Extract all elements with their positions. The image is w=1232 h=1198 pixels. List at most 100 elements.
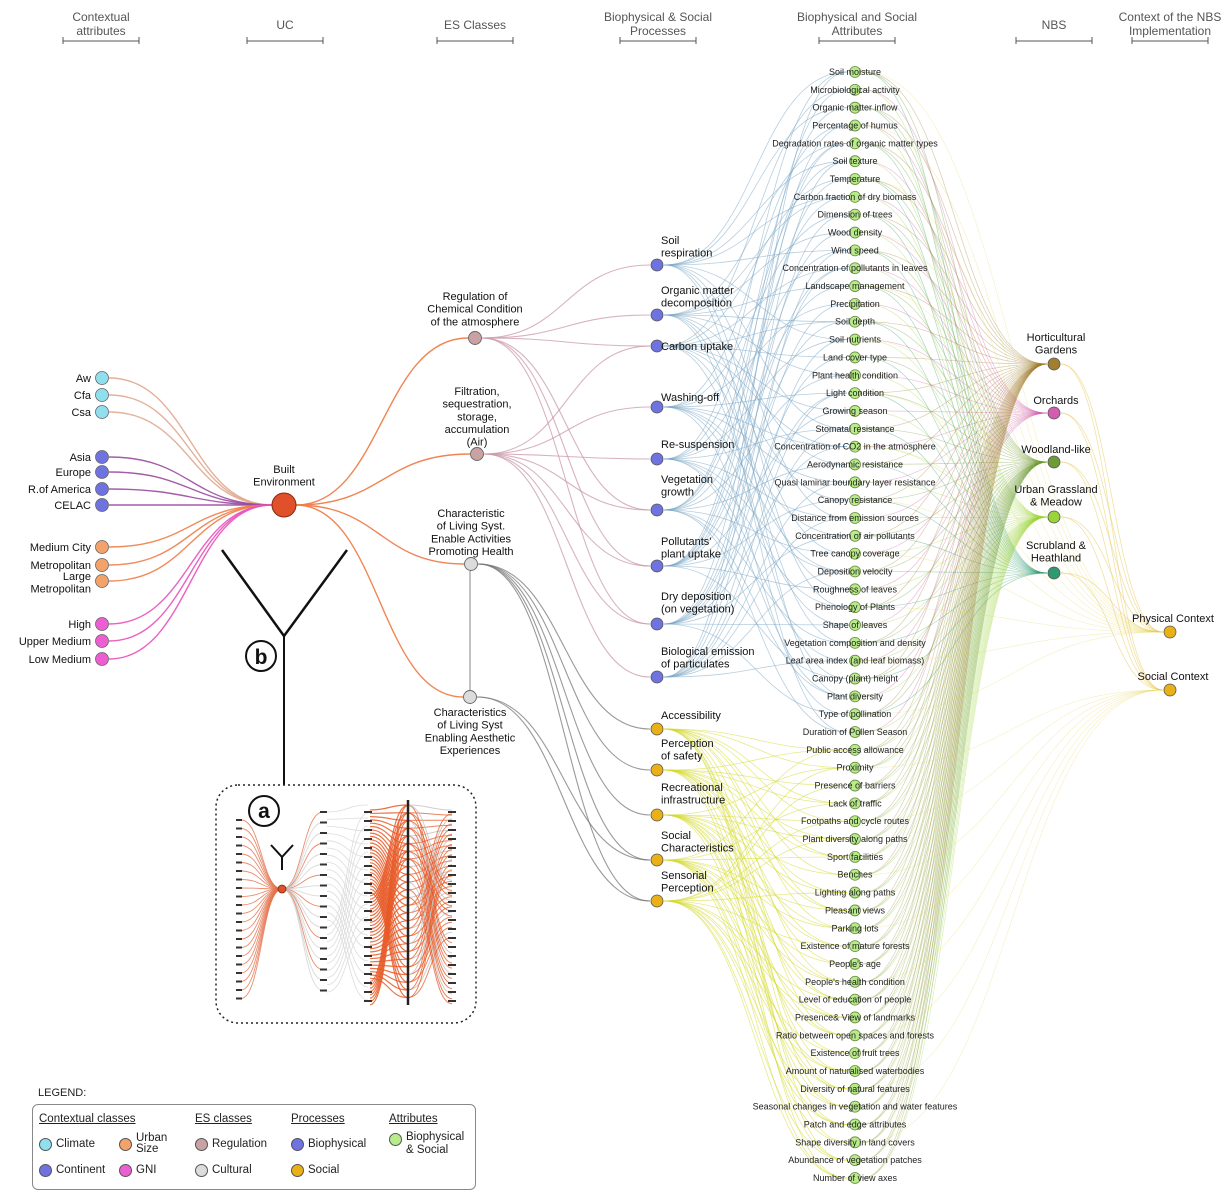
attribute-label-concentration-of-air-pollutants-line: Concentration of air pollutants xyxy=(795,531,915,541)
context-node-high xyxy=(96,618,109,631)
es-node-4 xyxy=(464,691,477,704)
process-node-organic-matter-decomposition xyxy=(651,309,663,321)
context-node-large-metropolitan xyxy=(96,575,109,588)
process-label-pollutants-plant-uptake-line: plant uptake xyxy=(661,549,721,561)
process-label-biological-emission-of-particulates-line: Biological emission xyxy=(661,646,755,658)
column-header-nbs-line: NBS xyxy=(1042,18,1067,32)
attribute-label-wind-speed-line: Wind speed xyxy=(831,245,879,255)
process-node-social-characteristics xyxy=(651,854,663,866)
legend-contextual: Contextual classes Climate Urban Size Co… xyxy=(39,1113,189,1183)
process-node-re-suspension xyxy=(651,453,663,465)
attribute-label-patch-and-edge-attributes-line: Patch and edge attributes xyxy=(804,1119,907,1129)
inset-node xyxy=(448,883,456,885)
context-label-cfa: Cfa xyxy=(74,390,92,402)
edge-context-metropolitan xyxy=(109,505,272,565)
context-node-aw xyxy=(96,372,109,385)
inset-node xyxy=(364,991,372,993)
inset-node xyxy=(364,973,372,975)
attribute-label-existence-of-fruit-trees-line: Existence of fruit trees xyxy=(810,1048,900,1058)
es-label-4-line: Characteristics xyxy=(434,707,507,719)
context-label-aw-line: Aw xyxy=(76,373,91,385)
es-label-4-line: Experiences xyxy=(440,745,501,757)
attribute-label-soil-texture-line: Soil texture xyxy=(832,156,877,166)
inset-node xyxy=(364,811,372,813)
edge-process-attribute xyxy=(664,72,847,265)
attribute-label-aerodynamic-resistance: Aerodynamic resistance xyxy=(807,459,903,469)
nbs-label-woodland-like-line: Woodland-like xyxy=(1021,444,1091,456)
context-node-csa xyxy=(96,406,109,419)
marker-a-label: a xyxy=(258,800,270,823)
context-label-csa-line: Csa xyxy=(71,407,91,419)
attribute-label-proximity-line: Proximity xyxy=(836,763,874,773)
legend-processes: Processes Biophysical Social xyxy=(291,1113,366,1183)
attribute-label-phenology-of-plants: Phenology of Plants xyxy=(815,602,896,612)
context-label-cfa-line: Cfa xyxy=(74,390,92,402)
inset-node xyxy=(236,947,242,949)
context-impl-node-physical-context xyxy=(1164,626,1176,638)
attribute-label-parking-lots: Parking lots xyxy=(831,923,879,933)
attribute-label-soil-moisture-line: Soil moisture xyxy=(829,67,881,77)
attribute-label-lighting-along-paths-line: Lighting along paths xyxy=(815,888,896,898)
inset-node xyxy=(320,864,327,866)
inset-node xyxy=(320,853,327,855)
process-node-recreational-infrastructure xyxy=(651,809,663,821)
inset-node xyxy=(448,955,456,957)
connector-y-shape xyxy=(222,550,347,636)
attribute-label-phenology-of-plants-line: Phenology of Plants xyxy=(815,602,896,612)
inset-node xyxy=(236,862,242,864)
legend-es: ES classes Regulation Cultural xyxy=(195,1113,267,1183)
inset-node xyxy=(448,838,456,840)
inset-node xyxy=(236,921,242,923)
process-label-perception-of-safety-line: Perception xyxy=(661,738,714,750)
legend-item-biophysical-social: Biophysical & Social xyxy=(389,1131,473,1157)
process-label-soil-respiration-line: Soil xyxy=(661,235,679,247)
nbs-label-orchards-line: Orchards xyxy=(1033,395,1079,407)
edge-uc-es-2 xyxy=(296,454,470,505)
inset-node xyxy=(236,896,242,898)
process-label-dry-deposition-on-vegetation-line: (on vegetation) xyxy=(661,604,734,616)
inset-node xyxy=(364,847,372,849)
inset-node xyxy=(320,811,327,813)
inset-node xyxy=(236,913,242,915)
context-node-upper-medium xyxy=(96,635,109,648)
context-label-low-medium: Low Medium xyxy=(29,654,91,666)
inset-node xyxy=(320,979,327,981)
inset-node xyxy=(364,910,372,912)
attribute-label-soil-depth: Soil depth xyxy=(835,317,875,327)
inset-node xyxy=(448,919,456,921)
attribute-label-benches: Benches xyxy=(837,870,873,880)
context-label-asia: Asia xyxy=(70,452,92,464)
attribute-label-shape-of-leaves-line: Shape of leaves xyxy=(823,620,888,630)
es-label-2: Filtration,sequestration,storage,accumul… xyxy=(442,386,511,449)
inset-node xyxy=(364,829,372,831)
attribute-label-shape-diversity-in-land-covers-line: Shape diversity in land covers xyxy=(795,1137,915,1147)
attribute-label-organic-matter-inflow-line: Organic matter inflow xyxy=(812,103,898,113)
process-label-carbon-uptake: Carbon uptake xyxy=(661,341,733,353)
context-node-metropolitan xyxy=(96,559,109,572)
process-label-pollutants-plant-uptake: Pollutants'plant uptake xyxy=(661,536,721,561)
context-label-large-metropolitan-line: Metropolitan xyxy=(30,584,91,596)
legend-item-gni: GNI xyxy=(119,1157,189,1183)
es-label-4-line: Enabling Aesthetic xyxy=(425,732,516,744)
attribute-label-number-of-view-axes: Number of view axes xyxy=(813,1173,898,1183)
attribute-label-canopy-resistance-line: Canopy resistance xyxy=(818,495,893,505)
attribute-label-sport-facilities-line: Sport facilities xyxy=(827,852,884,862)
context-impl-label-physical-context-line: Physical Context xyxy=(1132,613,1214,625)
inset-node xyxy=(448,991,456,993)
column-header-uc-line: UC xyxy=(276,18,294,32)
attribute-label-plant-diversity: Plant diversity xyxy=(827,691,884,701)
inset-node xyxy=(364,901,372,903)
inset-node xyxy=(236,819,242,821)
edge-es-process xyxy=(484,454,650,677)
inset-node xyxy=(448,1000,456,1002)
attribute-label-lack-of-traffic-line: Lack of traffic xyxy=(828,798,882,808)
attribute-label-number-of-view-axes-line: Number of view axes xyxy=(813,1173,898,1183)
attribute-label-shape-of-leaves: Shape of leaves xyxy=(823,620,888,630)
legend-title: LEGEND: xyxy=(38,1087,86,1099)
attribute-label-light-condition-line: Light condition xyxy=(826,388,884,398)
attribute-label-vegetation-composition-and-density: Vegetation composition and density xyxy=(784,638,926,648)
attribute-label-footpaths-and-cycle-routes-line: Footpaths and cycle routes xyxy=(801,816,910,826)
inset-panel: ba xyxy=(216,550,476,1023)
nbs-label-urban-grassland-meadow: Urban Grassland& Meadow xyxy=(1014,484,1097,509)
process-node-soil-respiration xyxy=(651,259,663,271)
